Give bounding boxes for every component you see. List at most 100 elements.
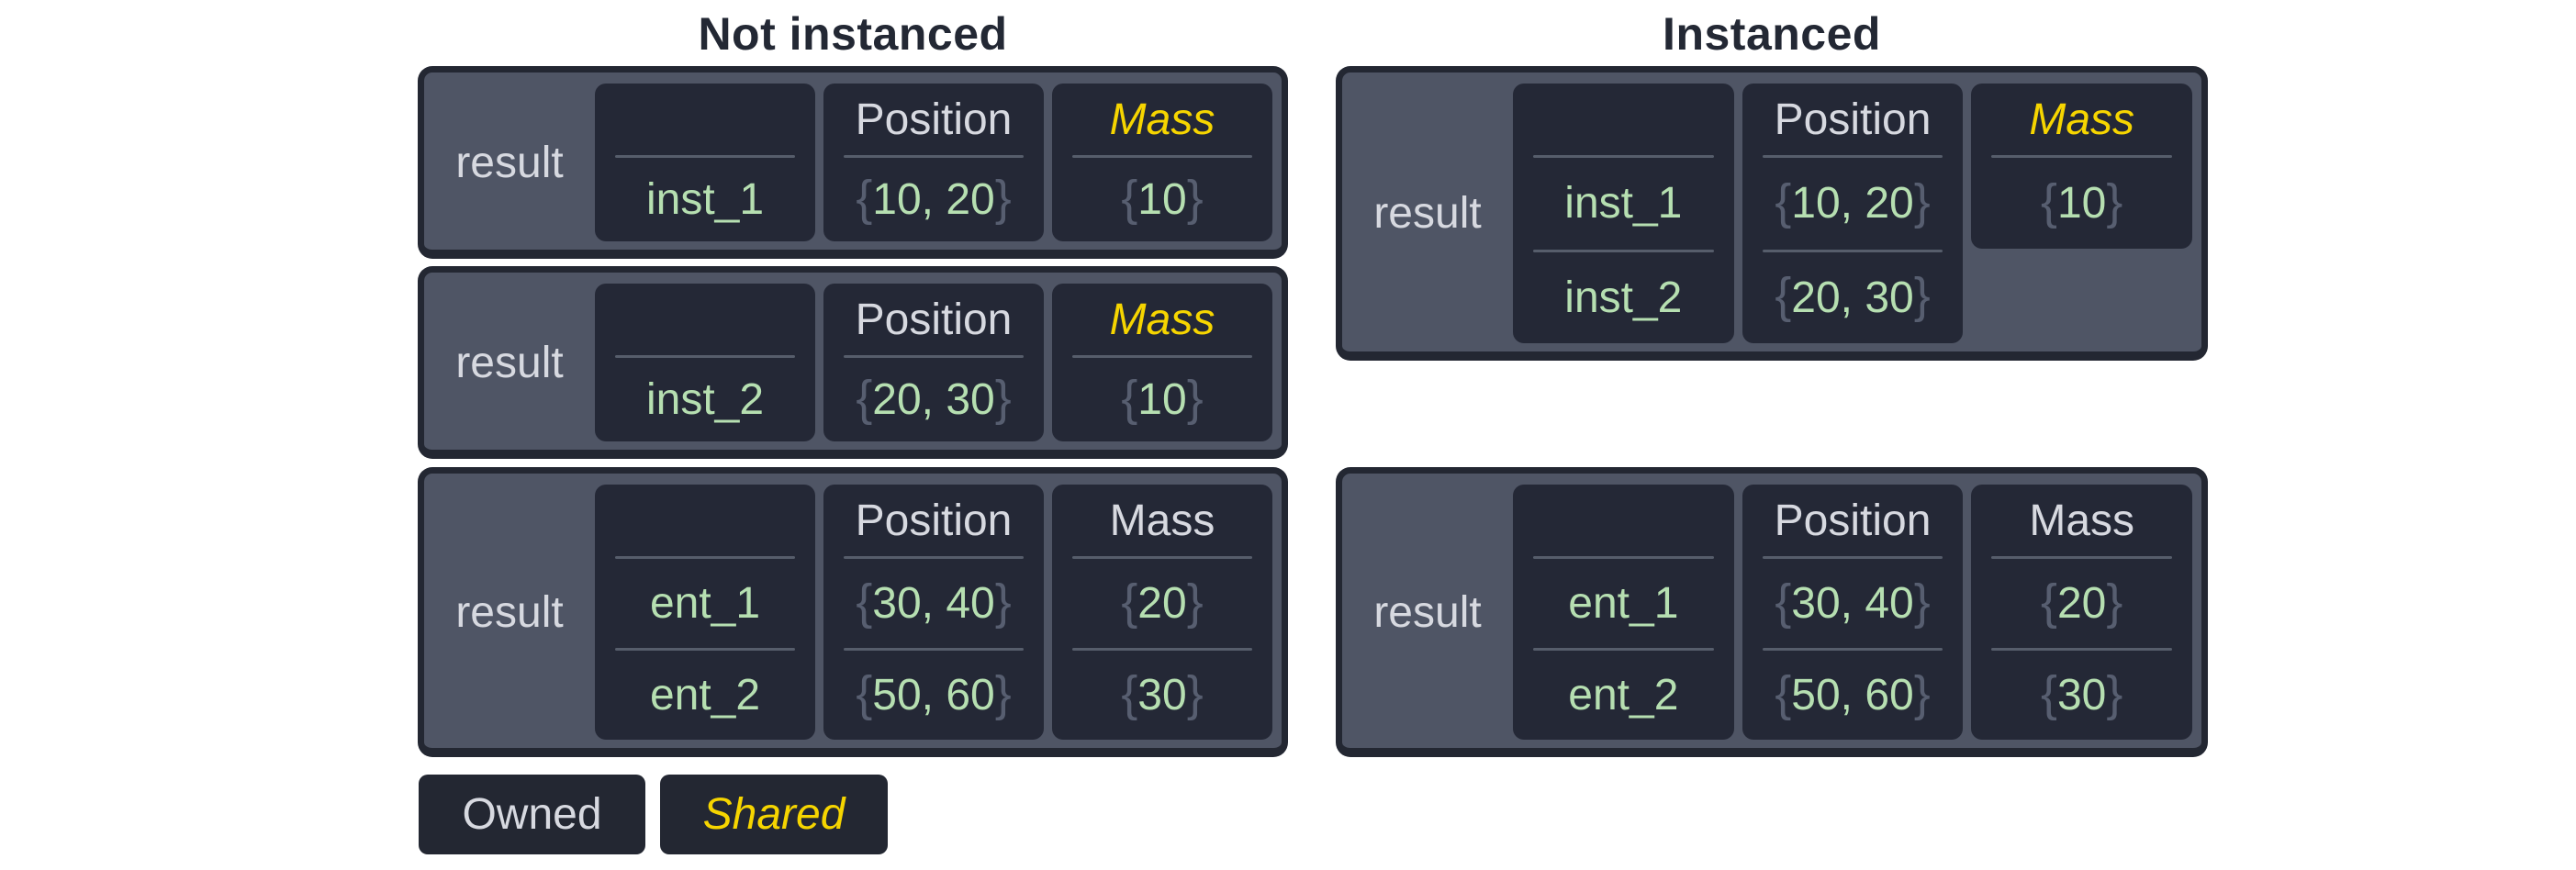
brace-open: { xyxy=(2041,574,2057,630)
row-label: result xyxy=(1373,587,1482,637)
brace-close: } xyxy=(2106,574,2123,630)
divider xyxy=(615,648,795,651)
divider xyxy=(1762,249,1943,252)
entity-column-header xyxy=(600,84,810,155)
position-value: {20, 30} xyxy=(1748,252,1958,344)
mass-value: {10} xyxy=(1977,158,2187,249)
title-instanced: Instanced xyxy=(1663,8,1881,60)
divider xyxy=(615,556,795,559)
archetype-table-instanced-entities: result ent_1 ent_2 Position {30, 40} {50… xyxy=(1336,467,2208,757)
row-label: result xyxy=(1373,189,1482,238)
mass-column: Mass {20} {30} xyxy=(1052,485,1272,740)
archetype-table-not-instanced-entities: result ent_1 ent_2 Position {30, 40} {50… xyxy=(418,467,1288,757)
columns: inst_1 inst_2 Position {10, 20} {20, 30}… xyxy=(1513,84,2192,343)
brace-close: } xyxy=(1186,574,1204,630)
position-value: {10, 20} xyxy=(829,158,1038,241)
brace-open: { xyxy=(856,170,873,226)
position-value: {50, 60} xyxy=(1748,651,1958,740)
value-text: 30 xyxy=(1137,671,1187,719)
brace-close: } xyxy=(994,574,1012,630)
columns: inst_1 Position {10, 20} Mass {10} xyxy=(595,84,1272,241)
value-text: 30, 40 xyxy=(1791,579,1914,628)
entity-column-header xyxy=(1518,485,1729,556)
brace-close: } xyxy=(994,665,1012,721)
value-text: 10 xyxy=(1137,175,1187,224)
mass-value: {10} xyxy=(1058,158,1267,241)
brace-open: { xyxy=(2041,173,2057,229)
position-column: Position {30, 40} {50, 60} xyxy=(823,485,1044,740)
divider xyxy=(1533,648,1714,651)
divider xyxy=(1533,155,1714,158)
divider xyxy=(1991,155,2172,158)
divider xyxy=(1991,648,2173,651)
value-text: 10, 20 xyxy=(1791,179,1914,229)
mass-header-shared: Mass xyxy=(1109,95,1215,144)
mass-column: Mass {10} xyxy=(1052,84,1272,241)
brace-open: { xyxy=(1121,665,1138,721)
divider xyxy=(844,155,1024,158)
entity-name: ent_1 xyxy=(600,559,810,648)
entity-name-text: ent_1 xyxy=(1568,579,1679,628)
brace-close: } xyxy=(1186,170,1204,226)
columns: ent_1 ent_2 Position {30, 40} {50, 60} M… xyxy=(1513,485,2193,740)
divider xyxy=(615,355,795,358)
brace-open: { xyxy=(1775,173,1792,229)
divider xyxy=(1072,355,1252,358)
brace-open: { xyxy=(1121,170,1138,226)
brace-close: } xyxy=(994,170,1012,226)
position-value: {10, 20} xyxy=(1748,158,1958,250)
entity-name-text: ent_1 xyxy=(649,579,761,628)
value-text: 10, 20 xyxy=(872,175,995,224)
divider xyxy=(1762,556,1943,559)
brace-open: { xyxy=(1775,268,1792,324)
brace-open: { xyxy=(856,574,873,630)
value-text: 20, 30 xyxy=(872,375,995,424)
mass-header-shared: Mass xyxy=(2029,95,2135,144)
brace-open: { xyxy=(1775,574,1792,630)
brace-open: { xyxy=(856,665,873,721)
brace-open: { xyxy=(1121,574,1138,630)
divider xyxy=(1533,556,1714,559)
entity-name-text: inst_2 xyxy=(1564,273,1683,322)
position-header: Position xyxy=(855,295,1013,344)
columns: ent_1 ent_2 Position {30, 40} {50, 60} M… xyxy=(595,485,1272,740)
mass-value: {20} xyxy=(1977,559,2187,648)
archetype-table-not-instanced-inst2: result inst_2 Position {20, 30} Mass {10… xyxy=(418,266,1288,459)
divider xyxy=(1762,155,1943,158)
brace-open: { xyxy=(1121,370,1138,426)
entity-name: inst_2 xyxy=(1518,252,1729,344)
mass-value: {30} xyxy=(1058,651,1267,740)
mass-header: Mass xyxy=(2029,496,2135,545)
divider xyxy=(844,355,1024,358)
value-text: 20 xyxy=(2056,579,2107,628)
position-column: Position {10, 20} xyxy=(823,84,1044,241)
divider xyxy=(844,556,1024,559)
value-text: 30, 40 xyxy=(872,579,995,628)
entity-name-text: ent_2 xyxy=(1568,671,1679,719)
archetype-table-not-instanced-inst1: result inst_1 Position {10, 20} Mass {10… xyxy=(418,66,1288,259)
entity-name-text: inst_2 xyxy=(645,375,765,424)
mass-value: {10} xyxy=(1058,358,1267,441)
entity-column-header xyxy=(1518,84,1729,155)
brace-open: { xyxy=(2041,665,2057,721)
entity-column: ent_1 ent_2 xyxy=(1513,485,1734,740)
mass-header-shared: Mass xyxy=(1109,295,1215,344)
divider xyxy=(1762,648,1943,651)
title-not-instanced: Not instanced xyxy=(698,8,1008,60)
legend-owned: Owned xyxy=(419,775,645,854)
mass-header: Mass xyxy=(1109,496,1215,545)
row-label: result xyxy=(455,338,564,387)
entity-name: ent_2 xyxy=(600,651,810,740)
position-column: Position {30, 40} {50, 60} xyxy=(1742,485,1964,740)
value-text: 50, 60 xyxy=(872,671,995,719)
position-column: Position {20, 30} xyxy=(823,284,1044,441)
position-header: Position xyxy=(855,95,1013,144)
entity-column: inst_1 inst_2 xyxy=(1513,84,1734,343)
value-text: 20, 30 xyxy=(1791,273,1914,322)
value-text: 10 xyxy=(2056,179,2107,228)
value-text: 10 xyxy=(1137,375,1187,424)
value-text: 30 xyxy=(2056,671,2107,719)
brace-open: { xyxy=(856,370,873,426)
position-header: Position xyxy=(855,496,1013,545)
divider xyxy=(1072,155,1252,158)
